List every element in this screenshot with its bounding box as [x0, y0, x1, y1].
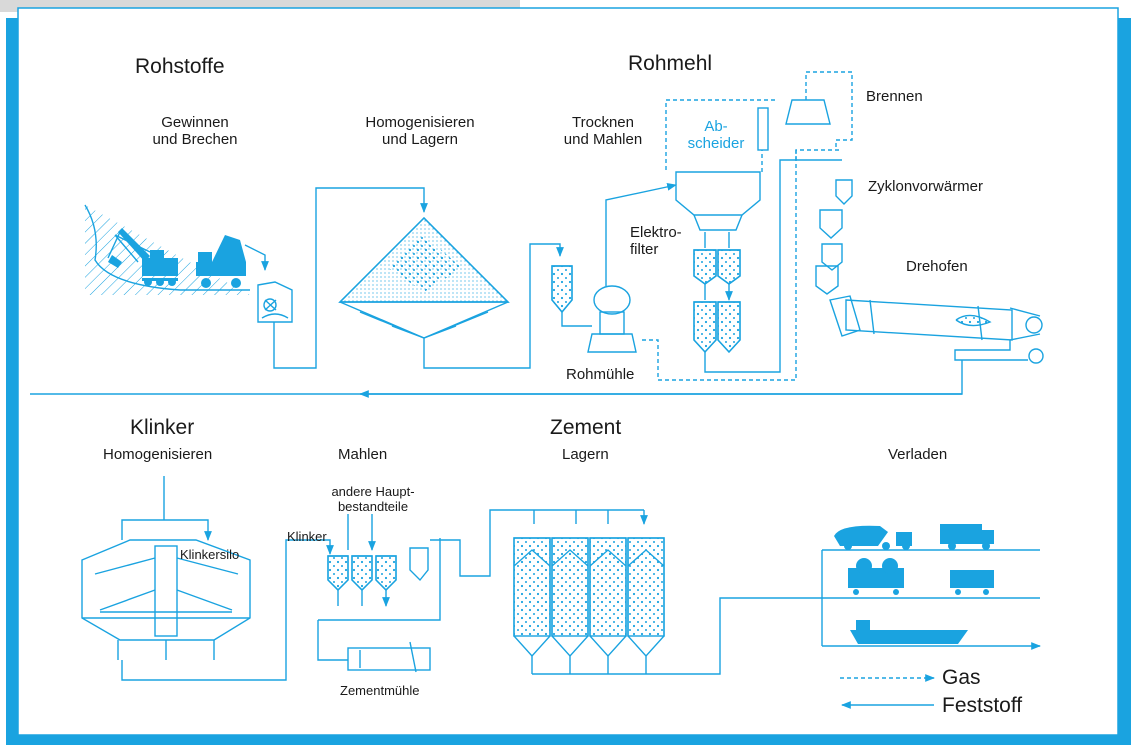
heading-rohmehl: Rohmehl — [628, 52, 713, 75]
label-zyklonvorwaermer: Zyklonvorwärmer — [868, 178, 984, 195]
label-elektrofilter: Elektro- filter — [630, 224, 682, 259]
vehicles — [834, 524, 994, 644]
legend-feststoff: Feststoff — [942, 694, 1023, 717]
electrofilter — [693, 159, 842, 373]
dump-truck-icon — [196, 235, 246, 288]
flow-crusher-to-pile — [273, 187, 428, 369]
step-verladen: Verladen — [888, 446, 948, 463]
label-klinkersilo: Klinkersilo — [180, 547, 240, 562]
crusher-icon — [244, 244, 293, 323]
label-klinker-input: Klinker — [287, 529, 327, 544]
label-rohmuehle: Rohmühle — [566, 366, 635, 383]
heading-rohstoffe: Rohstoffe — [135, 55, 225, 78]
ship-icon — [850, 620, 968, 644]
step-mahlen: Mahlen — [338, 446, 388, 463]
label-drehofen: Drehofen — [906, 258, 968, 275]
rail-wagon-icon — [950, 570, 994, 595]
excavator-arm — [107, 231, 151, 263]
step-gewinnen: Gewinnen und Brechen — [152, 114, 238, 149]
raw-mill — [587, 183, 677, 353]
cement-feed-silos — [317, 509, 644, 673]
separator-unit — [675, 99, 831, 231]
label-abscheider: Ab- scheider — [687, 118, 745, 153]
step-brennen: Brennen — [866, 88, 923, 105]
rotary-kiln — [30, 299, 1044, 398]
cement-silos — [513, 510, 1040, 675]
label-zementmuehle: Zementmühle — [340, 683, 420, 698]
label-andere-hauptbestandteile: andere Haupt- bestandteile — [331, 484, 415, 514]
heading-zement: Zement — [550, 416, 622, 439]
rail-silo-car-icon — [848, 558, 904, 595]
legend-gas: Gas — [942, 666, 981, 689]
step-homogenisieren-lagern: Homogenisieren und Lagern — [365, 114, 475, 149]
step-trocknen-mahlen: Trocknen und Mahlen — [563, 114, 643, 149]
raw-meal-hopper — [551, 265, 592, 327]
gas-lines — [642, 71, 853, 381]
step-homogenisieren: Homogenisieren — [103, 446, 213, 463]
clinker-silo — [81, 476, 330, 681]
homogenisation-pile — [338, 217, 564, 369]
truck-tanker-icon — [834, 525, 912, 550]
truck-box-icon — [940, 524, 994, 550]
cyclone-preheater — [815, 179, 861, 337]
heading-klinker: Klinker — [130, 416, 195, 439]
step-lagern: Lagern — [562, 446, 609, 463]
legend-lines — [840, 674, 935, 709]
